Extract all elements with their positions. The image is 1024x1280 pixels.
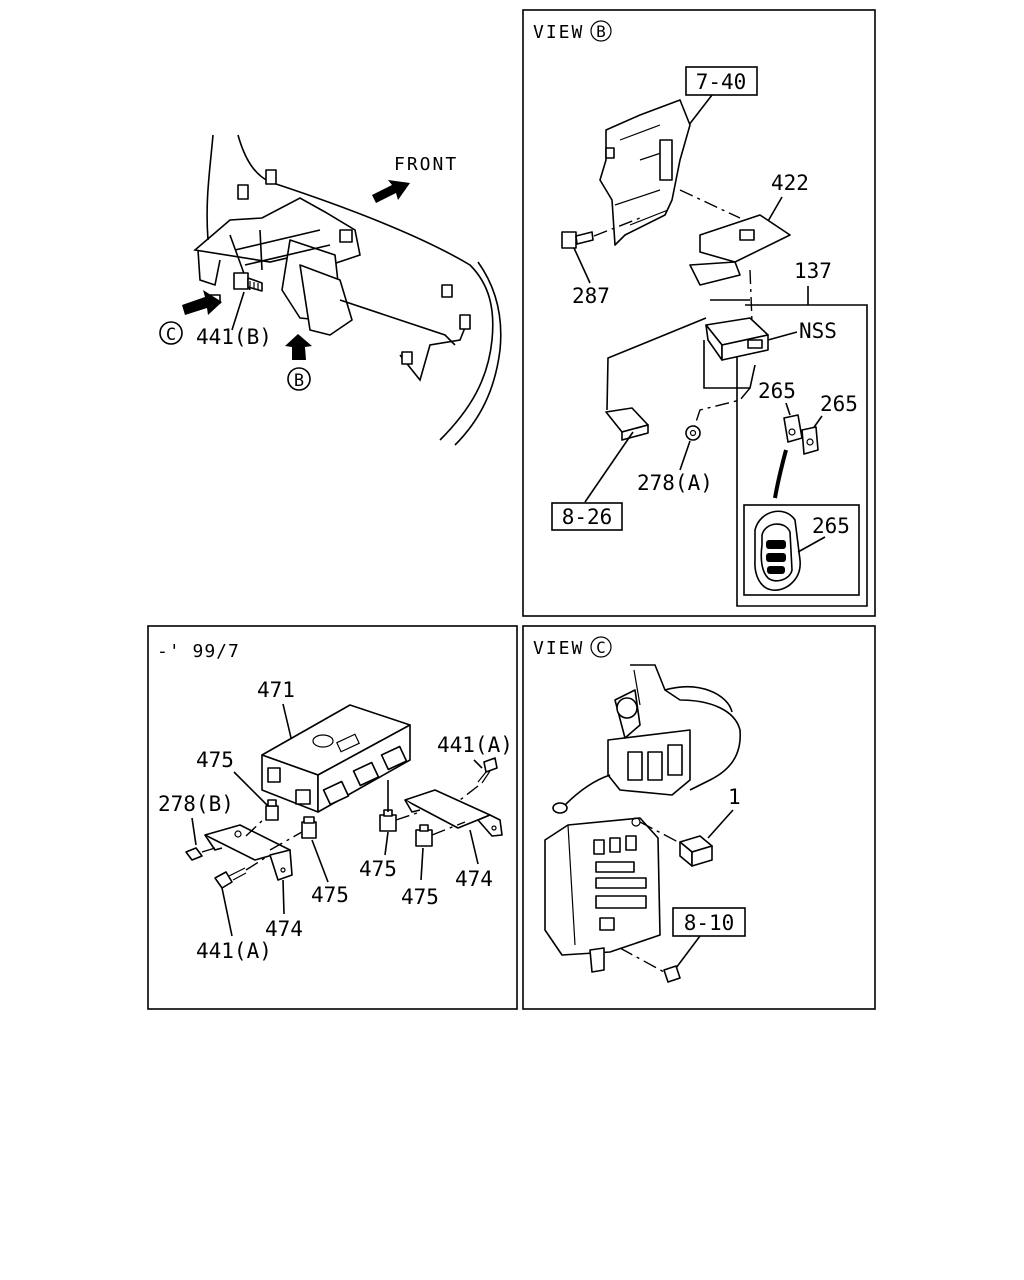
clip-475a-icon <box>265 799 279 821</box>
group-137-frame <box>736 304 868 607</box>
part-265c-label: 265 <box>812 514 850 538</box>
nut-278a-icon <box>685 425 701 441</box>
part-475c-label: 475 <box>359 857 397 881</box>
bracket-474-right-icon <box>404 789 503 837</box>
front-label: FRONT <box>394 154 458 175</box>
nut-278b-icon <box>185 847 203 861</box>
ref-8-10-box <box>672 907 746 937</box>
nss-unit-icon <box>705 317 769 361</box>
bracket-474-left-icon <box>204 824 293 881</box>
part-474a-label: 474 <box>265 917 303 941</box>
relay-block-icon <box>607 664 741 796</box>
connector-8-26-icon <box>605 407 649 441</box>
part-441a-top-label: 441(A) <box>437 733 513 757</box>
bracket-422-icon <box>689 214 791 286</box>
part-441a-bottom-label: 441(A) <box>196 939 272 963</box>
view-b-arrow-icon <box>285 334 312 360</box>
part-287-label: 287 <box>572 284 610 308</box>
part-471-label: 471 <box>257 678 295 702</box>
part-422-label: 422 <box>771 171 809 195</box>
remote-265-frame <box>743 504 860 596</box>
view-c-header-letter: C <box>596 638 606 657</box>
key-insert-265b-icon <box>801 426 819 455</box>
view-b-marker-circle <box>287 367 311 391</box>
ref-8-26-box <box>551 502 623 531</box>
bolt-441b-icon <box>233 272 263 292</box>
ref-8-10-label: 8-10 <box>684 911 735 935</box>
part-278a-label: 278(A) <box>637 471 713 495</box>
part-475a-label: 475 <box>196 748 234 772</box>
part-265b-label: 265 <box>820 392 858 416</box>
view-c-marker-circle <box>159 321 183 345</box>
main-view: FRONT C 441(B) B <box>159 134 502 446</box>
clip-475b-icon <box>301 816 317 839</box>
key-insert-265-icon <box>783 414 803 443</box>
part-1-label: 1 <box>728 785 741 809</box>
view-b-header-letter: B <box>596 22 606 41</box>
control-unit-471-icon <box>261 704 411 813</box>
part-137-label: 137 <box>794 259 832 283</box>
part-265a-label: 265 <box>758 379 796 403</box>
bracket-7-40-icon <box>599 99 691 246</box>
part-278b-label: 278(B) <box>158 792 234 816</box>
view-b-marker: B <box>294 371 304 391</box>
view-c-panel: VIEW C <box>522 625 876 1010</box>
front-arrow-icon <box>372 180 410 203</box>
view-c-frame <box>522 625 876 1010</box>
panel-99-7-frame <box>147 625 518 1010</box>
view-c-header-prefix: VIEW <box>533 638 584 659</box>
bolt-287-icon <box>561 231 594 249</box>
screw-441a-bottom-icon <box>214 867 247 889</box>
panel-99-7-header: -' 99/7 <box>157 641 240 662</box>
view-b-frame <box>522 9 876 617</box>
screw-441a-top-icon <box>477 757 498 784</box>
junction-box-icon <box>544 817 661 973</box>
ref-7-40-box <box>685 66 758 96</box>
nss-label: NSS <box>799 319 837 343</box>
part-474b-label: 474 <box>455 867 493 891</box>
part-475d-label: 475 <box>401 885 439 909</box>
view-b-header-prefix: VIEW <box>533 22 584 43</box>
ref-7-40-label: 7-40 <box>696 70 747 94</box>
key-fob-remote-icon <box>754 510 801 591</box>
view-c-arrow-icon <box>182 290 222 315</box>
clip-475c-icon <box>379 809 397 832</box>
clip-475d-icon <box>415 824 433 847</box>
relay-1-icon <box>679 835 713 867</box>
part-441b-label: 441(B) <box>196 325 272 349</box>
screw-8-10-icon <box>663 965 681 983</box>
panel-99-7: -' 99/7 471 475 475 <box>147 625 518 1010</box>
ref-8-26-label: 8-26 <box>562 505 613 529</box>
part-475b-label: 475 <box>311 883 349 907</box>
view-b-panel: VIEW B 7-40 422 287 <box>522 9 876 617</box>
view-c-marker: C <box>166 325 176 345</box>
